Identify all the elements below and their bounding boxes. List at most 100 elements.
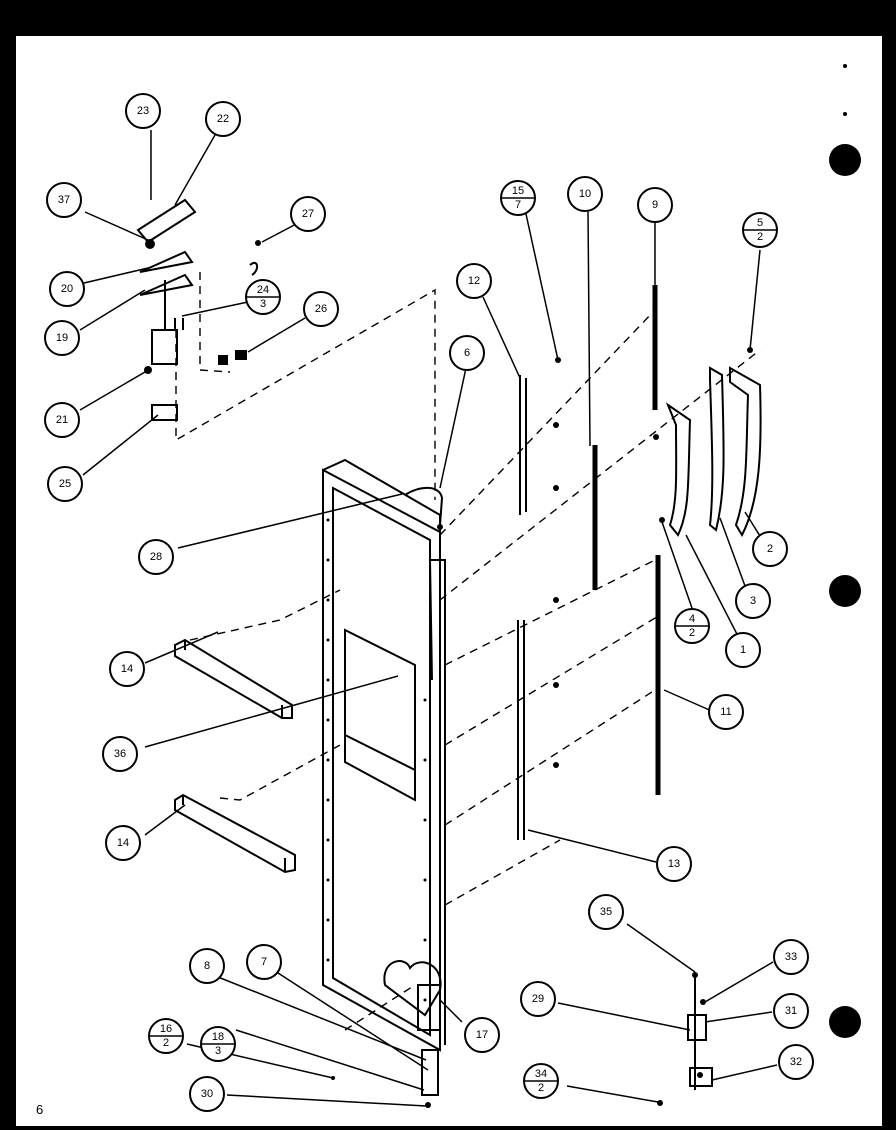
callout-14: 14	[109, 651, 145, 687]
callout-11: 11	[708, 694, 744, 730]
callout-circle	[49, 271, 85, 307]
callout-circle	[189, 948, 225, 984]
callout-part-number: 33	[785, 951, 797, 963]
callout-12: 12	[456, 263, 492, 299]
callout-part-number: 29	[532, 993, 544, 1005]
callout-circle	[44, 402, 80, 438]
callout-quantity: 3	[215, 1045, 221, 1057]
callout-18-3: 183	[200, 1026, 236, 1062]
callout-part-number: 18	[212, 1031, 224, 1043]
callout-31: 31	[773, 993, 809, 1029]
callout-part-number: 20	[61, 283, 73, 295]
callout-part-number: 1	[740, 644, 746, 656]
callout-circle	[246, 944, 282, 980]
leader-lines	[79, 130, 778, 1107]
callout-22: 22	[205, 101, 241, 137]
callout-circle	[125, 93, 161, 129]
callout-24-3: 243	[245, 279, 281, 315]
callout-part-number: 30	[201, 1088, 213, 1100]
callout-circle	[773, 993, 809, 1029]
callout-quantity: 2	[163, 1037, 169, 1049]
handle-assembly	[437, 285, 762, 840]
callout-3: 3	[735, 583, 771, 619]
callout-5-2: 52	[742, 212, 778, 248]
callout-part-number: 4	[689, 613, 695, 625]
callout-part-number: 12	[468, 275, 480, 287]
callout-27: 27	[290, 196, 326, 232]
callout-34-2: 342	[523, 1063, 559, 1099]
page-number: 6	[36, 1102, 44, 1117]
hinge-phantom-lines	[175, 272, 436, 500]
callout-part-number: 14	[121, 663, 133, 675]
callout-part-number: 22	[217, 113, 229, 125]
callout-25: 25	[47, 466, 83, 502]
callout-part-number: 21	[56, 414, 68, 426]
callout-part-number: 16	[160, 1023, 172, 1035]
callout-part-number: 28	[150, 551, 162, 563]
callout-part-number: 6	[464, 347, 470, 359]
callout-part-number: 10	[579, 188, 591, 200]
callout-circle	[303, 291, 339, 327]
callout-circle	[708, 694, 744, 730]
callout-part-number: 14	[117, 837, 129, 849]
callout-10: 10	[567, 176, 603, 212]
callout-circle	[567, 176, 603, 212]
callout-21: 21	[44, 402, 80, 438]
callout-part-number: 11	[720, 706, 731, 718]
callout-part-number: 19	[56, 332, 68, 344]
callout-part-number: 13	[668, 858, 680, 870]
callout-circle	[47, 466, 83, 502]
callout-circle	[656, 846, 692, 882]
callout-6: 6	[449, 335, 485, 371]
door-bottom-hinge	[331, 984, 441, 1108]
callout-part-number: 23	[137, 105, 149, 117]
callout-4-2: 42	[674, 608, 710, 644]
callout-circle	[290, 196, 326, 232]
brackets	[174, 589, 341, 874]
callout-28: 28	[138, 539, 174, 575]
callout-quantity: 3	[260, 298, 266, 310]
callout-circle	[752, 531, 788, 567]
handle-phantom-lines	[439, 309, 761, 906]
callout-circle	[138, 539, 174, 575]
callout-quantity: 2	[538, 1082, 544, 1094]
callout-circle	[520, 981, 556, 1017]
callout-quantity: 2	[689, 627, 695, 639]
callout-part-number: 35	[600, 906, 612, 918]
callout-part-number: 17	[476, 1029, 488, 1041]
callout-30: 30	[189, 1076, 225, 1112]
callout-9: 9	[637, 187, 673, 223]
callout-part-number: 27	[302, 208, 314, 220]
callout-quantity: 7	[515, 199, 521, 211]
callout-circle	[464, 1017, 500, 1053]
binder-holes	[829, 64, 861, 1038]
callout-circle	[46, 182, 82, 218]
callout-7: 7	[246, 944, 282, 980]
callout-part-number: 7	[261, 956, 267, 968]
callout-part-number: 8	[204, 960, 210, 972]
callout-part-number: 5	[757, 217, 763, 229]
callout-15-7: 157	[500, 180, 536, 216]
callout-circle	[588, 894, 624, 930]
callout-23: 23	[125, 93, 161, 129]
callout-part-number: 37	[58, 194, 70, 206]
paper-sheet	[16, 36, 882, 1126]
callout-circle	[449, 335, 485, 371]
callout-part-number: 34	[535, 1068, 547, 1080]
callout-29: 29	[520, 981, 556, 1017]
callout-part-number: 15	[512, 185, 524, 197]
callout-circle	[773, 939, 809, 975]
callout-part-number: 24	[257, 284, 269, 296]
callout-26: 26	[303, 291, 339, 327]
door-frame	[322, 458, 446, 1052]
callout-circle	[637, 187, 673, 223]
callout-circle	[189, 1076, 225, 1112]
callout-35: 35	[588, 894, 624, 930]
callout-part-number: 31	[785, 1005, 797, 1017]
callout-circle	[735, 583, 771, 619]
callout-circle	[105, 825, 141, 861]
callout-17: 17	[464, 1017, 500, 1053]
callout-20: 20	[49, 271, 85, 307]
